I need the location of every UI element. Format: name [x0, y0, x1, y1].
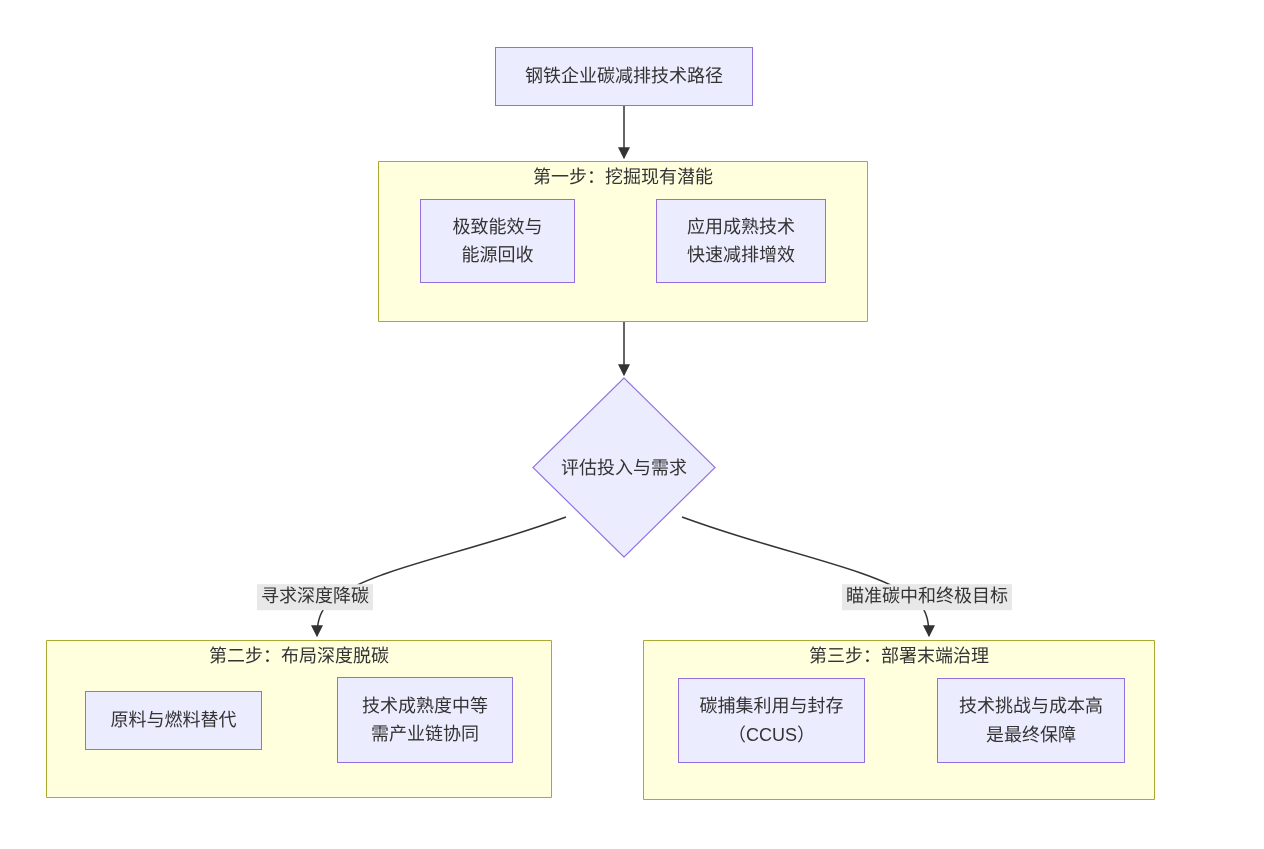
- node-step2-a: 原料与燃料替代: [85, 691, 262, 750]
- step3-title: 第三步：部署末端治理: [809, 646, 989, 666]
- node-root-label: 钢铁企业碳减排技术路径: [525, 66, 723, 87]
- node-step3-b-line1: 技术挑战与成本高: [959, 696, 1103, 717]
- node-root: 钢铁企业碳减排技术路径: [495, 47, 753, 106]
- node-step1-b-line1: 应用成熟技术: [687, 216, 795, 237]
- step2-title: 第二步：布局深度脱碳: [209, 646, 389, 666]
- branch-label-left: 寻求深度降碳: [257, 584, 373, 610]
- decision-label: 评估投入与需求: [561, 458, 687, 478]
- node-step3-a-line1: 碳捕集利用与封存: [699, 696, 844, 717]
- node-step3-b: 技术挑战与成本高 是最终保障: [937, 678, 1125, 763]
- node-step1-a: 极致能效与 能源回收: [420, 199, 575, 283]
- decision-diamond: [532, 377, 716, 558]
- node-step1-b: 应用成熟技术 快速减排增效: [656, 199, 826, 283]
- branch-label-right: 瞄准碳中和终极目标: [842, 584, 1012, 610]
- edge-decision-to-step3: [681, 516, 935, 638]
- node-step1-b-line2: 快速减排增效: [687, 245, 795, 265]
- node-step2-b-line1: 技术成熟度中等: [362, 695, 488, 716]
- node-step2-a-label: 原料与燃料替代: [110, 710, 237, 731]
- step1-title: 第一步：挖掘现有潜能: [533, 167, 713, 187]
- node-step3-a-line2: （CCUS）: [727, 724, 815, 745]
- node-step2-b-line2: 需产业链协同: [371, 724, 479, 744]
- node-step1-a-line2: 能源回收: [461, 245, 534, 265]
- node-step2-b: 技术成熟度中等 需产业链协同: [337, 677, 513, 763]
- node-step1-a-line1: 极致能效与: [452, 216, 543, 237]
- node-step3-a: 碳捕集利用与封存 （CCUS）: [678, 678, 865, 763]
- edge-decision-to-step2: [311, 516, 567, 638]
- node-step3-b-line2: 是最终保障: [986, 724, 1076, 745]
